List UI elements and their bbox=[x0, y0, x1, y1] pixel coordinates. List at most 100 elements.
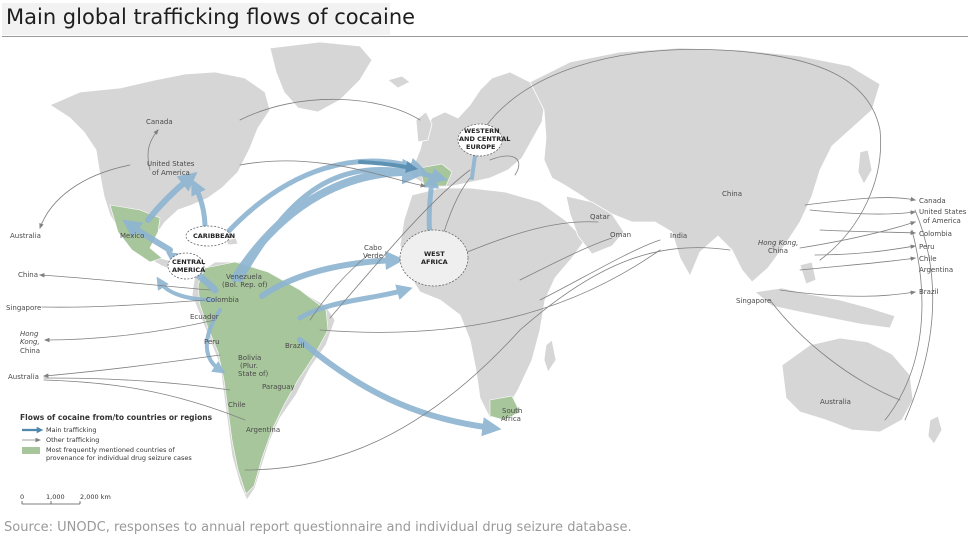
label-venezuela-1: Venezuela bbox=[226, 273, 262, 281]
flow-brazil-to-europe-arc bbox=[329, 169, 471, 319]
southamerica-region bbox=[197, 261, 329, 495]
label-usa-2: of America bbox=[152, 169, 190, 177]
flow-westafrica-to-qatar bbox=[459, 221, 599, 256]
flow-sa-to-australia-left-2 bbox=[43, 377, 231, 391]
legend-other-label: Other trafficking bbox=[46, 436, 99, 444]
australia bbox=[781, 337, 914, 433]
label-left-hongkong-1: Hong bbox=[20, 330, 39, 338]
flow-europe-to-asia-arc bbox=[479, 49, 882, 261]
west-africa-ellipse bbox=[399, 229, 469, 287]
label-colombia: Colombia bbox=[206, 296, 239, 304]
label-oman: Oman bbox=[610, 231, 631, 239]
flow-andes-to-west bbox=[156, 276, 217, 302]
flow-sa-to-china-left bbox=[38, 273, 211, 291]
flow-asia-to-right-colombia bbox=[819, 229, 917, 236]
label-wce-3: EUROPE bbox=[466, 143, 495, 151]
label-cabo-verde-2: Verde bbox=[363, 252, 383, 260]
flow-sa-to-australia-left-3 bbox=[43, 379, 246, 421]
label-canada-na: Canada bbox=[146, 118, 173, 126]
flow-asia-to-right-canada bbox=[804, 196, 917, 206]
label-left-hongkong-3: China bbox=[20, 347, 40, 355]
label-right-chile: Chile bbox=[919, 255, 937, 263]
label-wce-2: AND CENTRAL bbox=[459, 135, 510, 143]
central-america-ellipse bbox=[167, 252, 205, 280]
flow-europe-to-east-med bbox=[489, 155, 520, 176]
label-brazil: Brazil bbox=[285, 342, 305, 350]
wce-ellipse bbox=[457, 123, 503, 157]
label-right-canada: Canada bbox=[919, 197, 946, 205]
flow-sa-to-singapore-left bbox=[41, 299, 206, 308]
land-masses bbox=[49, 41, 943, 501]
map-title: Main global trafficking flows of cocaine bbox=[6, 5, 416, 29]
map-labels: Canada United States of America Mexico C… bbox=[6, 118, 967, 434]
label-west-africa-1: WEST bbox=[424, 250, 445, 258]
flow-asia-to-right-peru bbox=[814, 244, 917, 256]
label-mexico: Mexico bbox=[120, 232, 144, 240]
main-trafficking-flows bbox=[122, 133, 502, 437]
flow-asia-to-right-chile bbox=[799, 256, 917, 271]
flow-europe-to-ca-north bbox=[239, 98, 421, 121]
flow-usa-to-canada bbox=[147, 129, 159, 171]
map-legend: Flows of cocaine from/to countries or re… bbox=[20, 413, 213, 462]
flow-to-portugal-dark bbox=[358, 160, 418, 173]
southafrica-region bbox=[489, 395, 521, 421]
label-south-africa-1: South bbox=[502, 407, 522, 415]
label-left-singapore: Singapore bbox=[6, 304, 41, 312]
label-india: India bbox=[670, 232, 687, 240]
british-isles bbox=[415, 111, 433, 143]
label-bolivia-3: State of) bbox=[238, 370, 269, 378]
label-left-australia-top: Australia bbox=[10, 232, 41, 240]
map-title-bar: Main global trafficking flows of cocaine bbox=[2, 3, 415, 35]
legend-title: Flows of cocaine from/to countries or re… bbox=[20, 413, 213, 422]
label-argentina: Argentina bbox=[246, 426, 280, 434]
flow-to-india bbox=[539, 239, 661, 301]
iceland bbox=[387, 75, 411, 89]
flow-centralamerica-to-mexico bbox=[122, 219, 173, 253]
legend-provenance-label-2: provenance for individual drug seizure c… bbox=[46, 454, 192, 462]
flow-sa-to-australia-left-1 bbox=[42, 354, 221, 378]
label-central-america-1: CENTRAL bbox=[172, 258, 205, 266]
label-left-hongkong-2: Kong, bbox=[20, 338, 40, 346]
label-paraguay: Paraguay bbox=[262, 383, 295, 391]
asia bbox=[529, 47, 881, 283]
label-australia-oceania: Australia bbox=[820, 398, 851, 406]
other-trafficking-flows bbox=[38, 49, 934, 471]
label-usa-1: United States bbox=[147, 160, 195, 168]
label-left-china: China bbox=[18, 271, 38, 279]
label-right-brazil: Brazil bbox=[919, 288, 939, 296]
legend-provenance-label-1: Most frequently mentioned countries of bbox=[46, 446, 175, 454]
label-caribbean: CARIBBEAN bbox=[193, 232, 235, 240]
label-bolivia-2: (Plur. bbox=[240, 362, 258, 370]
flow-hongkong-to-right bbox=[799, 221, 917, 249]
scale-bar: 0 1,000 2,000 km bbox=[20, 493, 111, 505]
flow-transatlantic-north bbox=[239, 160, 427, 188]
label-peru: Peru bbox=[204, 338, 220, 346]
label-west-africa-2: AFRICA bbox=[421, 258, 448, 266]
flow-mexico-to-usa bbox=[145, 172, 198, 223]
label-venezuela-2: (Bol. Rep. of) bbox=[222, 281, 268, 289]
label-hongkong-asia-2: China bbox=[768, 247, 788, 255]
madagascar bbox=[543, 339, 557, 373]
label-right-usa-1: United States bbox=[919, 208, 967, 216]
label-qatar: Qatar bbox=[590, 213, 610, 221]
scale-label-1000: 1,000 bbox=[46, 493, 65, 501]
region-markers bbox=[167, 123, 503, 287]
legend-main-label: Main trafficking bbox=[46, 426, 96, 434]
source-note: Source: UNODC, responses to annual repor… bbox=[4, 520, 632, 535]
flow-westafrica-to-europe bbox=[423, 172, 440, 241]
label-south-africa-2: Africa bbox=[501, 415, 521, 423]
flow-singapore-to-right-brazil bbox=[779, 289, 917, 297]
label-ecuador: Ecuador bbox=[190, 313, 219, 321]
label-chile: Chile bbox=[228, 401, 246, 409]
label-right-usa-2: of America bbox=[923, 217, 961, 225]
flow-sa-to-europe-1 bbox=[231, 158, 428, 282]
world-map: Canada United States of America Mexico C… bbox=[6, 41, 967, 505]
japan bbox=[857, 149, 873, 185]
flow-caribbean-to-europe bbox=[222, 157, 426, 238]
label-right-argentina: Argentina bbox=[919, 266, 953, 274]
label-bolivia-1: Bolivia bbox=[238, 354, 261, 362]
flow-to-oman bbox=[519, 237, 613, 281]
flow-asia-to-right-usa bbox=[809, 209, 917, 215]
flow-usa-to-australia bbox=[39, 164, 131, 230]
legend-provenance-swatch bbox=[22, 447, 40, 454]
